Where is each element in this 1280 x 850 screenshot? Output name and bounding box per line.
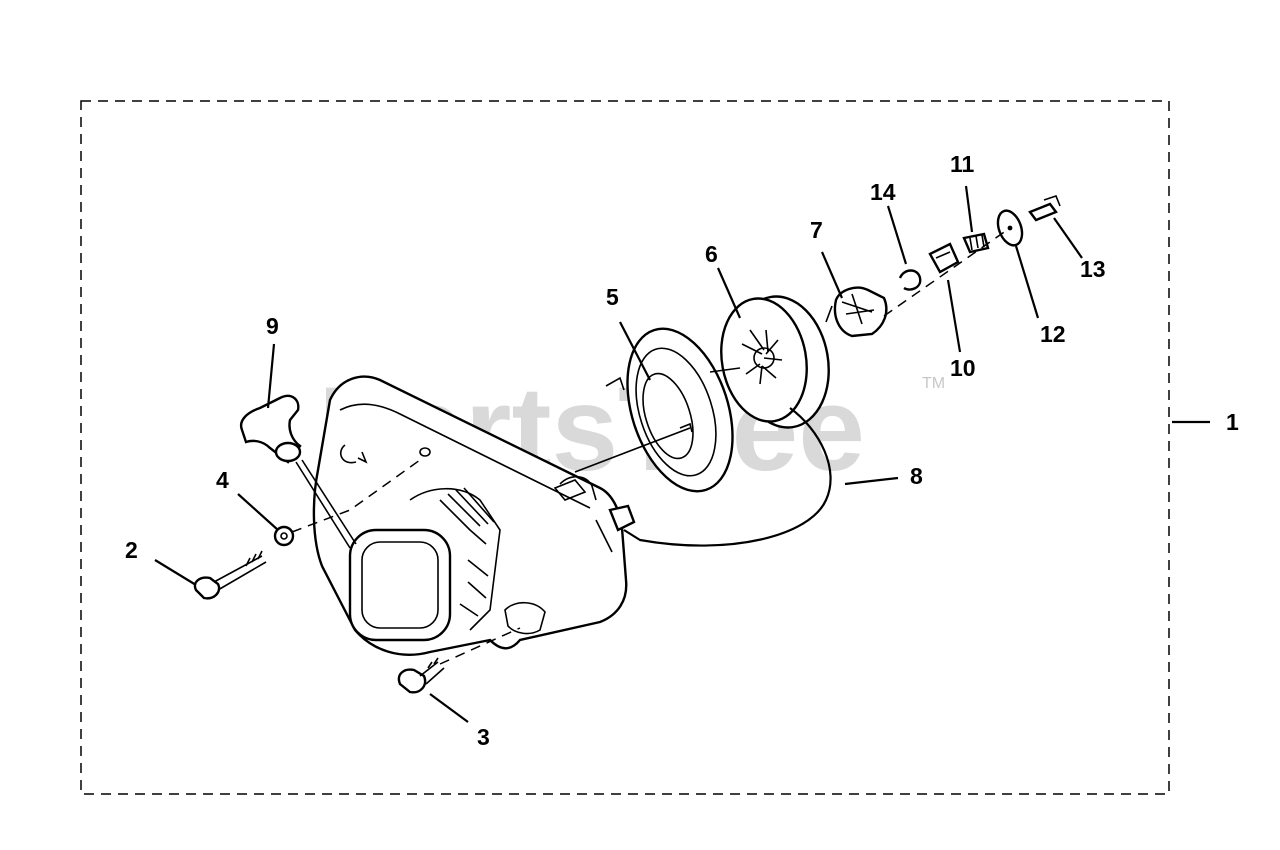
callout-6: 6 [705,241,718,267]
callout-7: 7 [810,217,823,243]
retaining-clip [898,269,922,291]
callout-8: 8 [910,463,923,489]
pawl-retainer [928,242,960,274]
leader-lines [154,185,1210,723]
recoil-spring [605,327,734,493]
callout-10: 10 [950,355,976,381]
watermark-trademark: TM [922,375,945,392]
washer [273,525,295,547]
callout-13: 13 [1080,256,1106,282]
callout-14: 14 [870,179,896,205]
callout-5: 5 [606,284,619,310]
pawl [825,286,888,338]
callout-2: 2 [125,537,138,563]
starter-handle [239,394,357,549]
callout-3: 3 [477,724,490,750]
center-screw [1028,195,1061,222]
callout-11: 11 [950,151,975,177]
starter-rope [623,407,832,547]
callout-12: 12 [1040,321,1066,347]
housing-screw [193,550,267,600]
handle-screw [397,657,445,694]
assembly-boundary-dashed-box [80,100,1170,795]
starter-housing [312,375,636,656]
callout-1: 1 [1226,409,1239,435]
callout-4: 4 [216,467,229,493]
callout-9: 9 [266,313,279,339]
pawl-spring [962,232,990,254]
rope-pulley [709,295,830,429]
